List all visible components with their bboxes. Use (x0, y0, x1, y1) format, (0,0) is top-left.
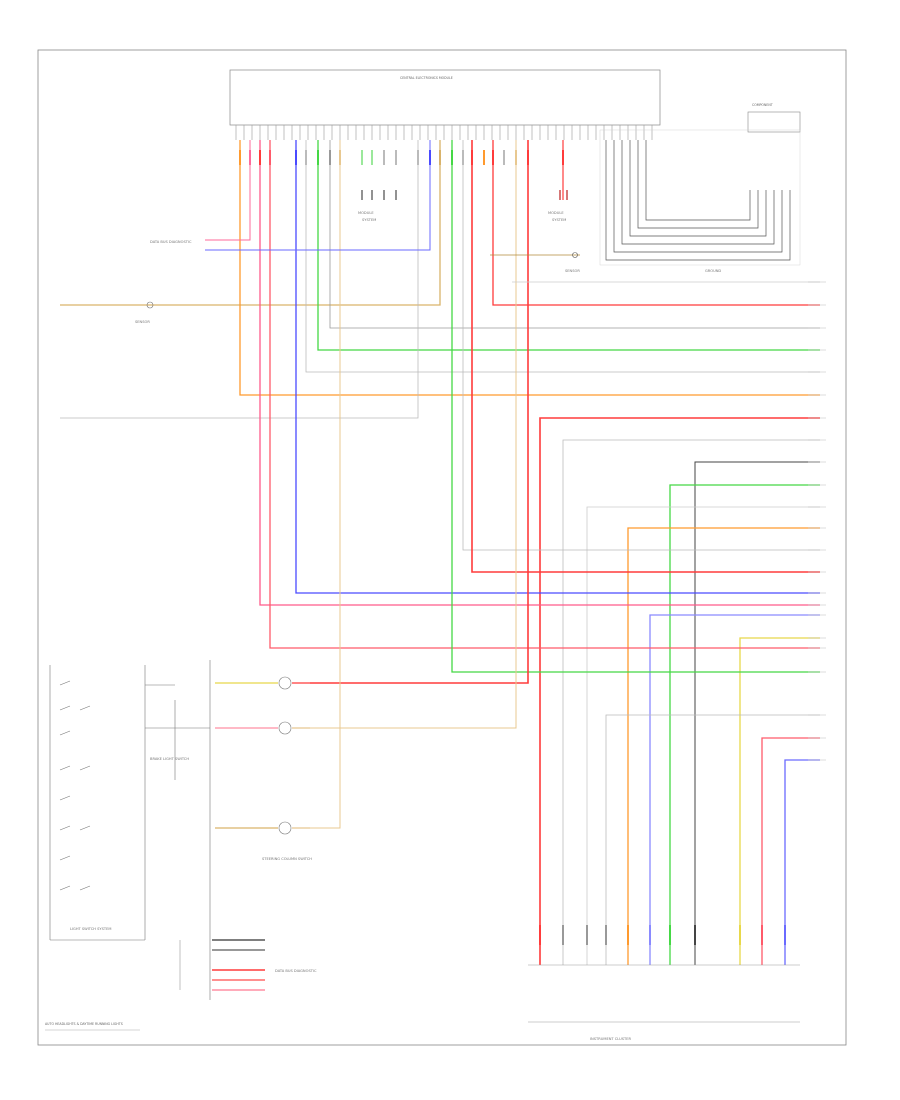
wire-tan-828 (310, 140, 341, 829)
wire-red-683 (310, 140, 529, 684)
wire-grid-2 (613, 140, 783, 253)
lamp-symbols (278, 676, 292, 835)
wire-grid-5 (637, 140, 759, 229)
sub-module-pins-right (559, 190, 568, 200)
relay-symbol (572, 252, 578, 258)
top-right-connector-label: COMPONENT (752, 103, 773, 107)
wire-red-738 (761, 737, 820, 965)
wire-grid-1 (605, 140, 791, 261)
wire-gray-507 (586, 506, 820, 965)
wire-yellow-638 (739, 637, 820, 965)
title-block: AUTO HEADLIGHTS & DAYTIME RUNNING LIGHTS (45, 1022, 123, 1026)
wire-tan-305 (60, 140, 441, 306)
lamp-wire-stubs (215, 682, 310, 829)
light-switch-panel (49, 660, 211, 1000)
wire-grid-6 (645, 140, 751, 221)
bottom-left-stubs (179, 939, 265, 991)
wire-grid-4 (629, 140, 767, 237)
right-pin-labels (808, 281, 826, 761)
top-module-label: CENTRAL ELECTRONICS MODULE (400, 76, 453, 80)
wires (60, 140, 820, 965)
left-sensor-symbol (146, 301, 154, 309)
wire-gray-550 (462, 140, 820, 551)
sub-module-label-right: MODULE (548, 211, 564, 215)
sub-module-label-right-2: SYSTEM (552, 218, 566, 222)
brake-switch-label: BRAKE LIGHT SWITCH (150, 757, 189, 761)
wire-gray-418 (60, 140, 419, 419)
wire-pink-240 (205, 140, 251, 241)
top-module-pins (235, 125, 653, 140)
wire-gray-328 (329, 140, 820, 329)
wire-blue-250 (205, 140, 431, 251)
wire-gray-372 (305, 140, 820, 373)
wire-red-305 (492, 140, 820, 306)
left-sensor-label: SENSOR (135, 320, 150, 324)
left-upper-component-label: DATA BUS DIAGNOSTIC (150, 240, 192, 244)
wire-orange-395 (239, 140, 820, 396)
sub-module-pins-left (361, 190, 397, 200)
bottom-unit-pins (539, 925, 786, 945)
wire-red-572 (471, 140, 820, 573)
light-switch-label: LIGHT SWITCH SYSTEM (70, 927, 111, 931)
wire-blue-760 (784, 759, 820, 965)
wire-gray-440 (562, 439, 820, 965)
top-right-connector-box (747, 111, 801, 133)
top-pin-markers (239, 150, 564, 165)
wire-red-648 (269, 140, 820, 649)
wire-red-418 (539, 417, 820, 965)
sub-module-label-left-2: SYSTEM (362, 218, 376, 222)
wire-tan-728 (310, 140, 517, 729)
wire-pink-605 (259, 140, 820, 606)
wire-green-672 (451, 140, 820, 673)
bottom-unit-label: INSTRUMENT CLUSTER (590, 1037, 631, 1041)
top-module-box (229, 69, 661, 126)
connector-grid-box (599, 129, 801, 266)
bottom-left-module-label: DATA BUS DIAGNOSTIC (275, 969, 317, 973)
wire-orange-528 (627, 527, 820, 965)
wire-gray-715 (605, 714, 820, 965)
page-frame (37, 49, 847, 1046)
wire-dark-462 (694, 461, 820, 965)
wire-blue-593 (295, 140, 820, 594)
wire-green-350 (317, 140, 820, 351)
wire-lightblue-615 (649, 614, 820, 965)
relay-label: SENSOR (565, 269, 580, 273)
wire-grid-3 (621, 140, 775, 245)
sub-module-label-left: MODULE (358, 211, 374, 215)
wire-green-485 (669, 484, 820, 965)
connector-grid-label: GROUND (705, 269, 721, 273)
steering-column-label: STEERING COLUMN SWITCH (262, 857, 312, 861)
